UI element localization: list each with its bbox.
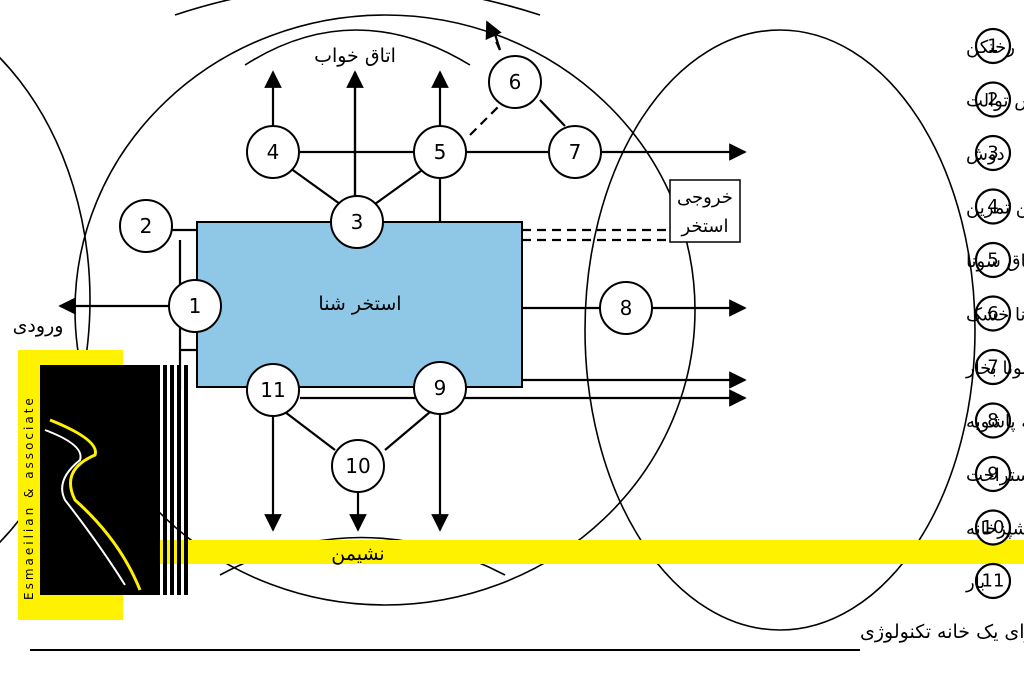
legend-number: 9: [987, 464, 998, 485]
legend-number: 10: [982, 517, 1005, 538]
bedroom-label: اتاق خواب: [314, 45, 396, 67]
legend-number: 11: [982, 571, 1005, 592]
legend-label: بار: [965, 572, 985, 593]
node-11: 11: [246, 363, 300, 417]
legend-number-circle: [974, 241, 1012, 279]
legend-item: 10کافه-آشپزخانه: [966, 509, 1024, 546]
svg-text:11: 11: [260, 378, 285, 402]
legend-number: 4: [987, 196, 998, 217]
legend-label: حوضچه پاشویه: [966, 412, 1024, 433]
legend-item: 5اتاق سونا: [966, 241, 1024, 279]
left-zone-arc: [0, 56, 91, 544]
node-8: 8: [599, 281, 653, 335]
legend-label: سالن تمرین: [966, 198, 1024, 219]
svg-text:7: 7: [569, 140, 582, 164]
node-3: 3: [330, 195, 384, 249]
svg-text:5: 5: [434, 140, 447, 164]
node-5: 5: [413, 125, 467, 179]
dashed-connections: [469, 20, 670, 242]
svg-text:3: 3: [351, 210, 364, 234]
svg-text:10: 10: [345, 454, 370, 478]
svg-text:1: 1: [189, 294, 202, 318]
nodes: 1 2 3 4 5 6 7 8 9 10 11: [119, 55, 653, 493]
node-10: 10: [331, 439, 385, 493]
bedroom-zone-arc: [174, 0, 541, 16]
connections: [58, 27, 747, 532]
legend-label: اتاق استراحت: [966, 465, 1024, 486]
legend-number: 2: [987, 89, 998, 110]
legend-label: کافه-آشپزخانه: [966, 517, 1024, 540]
svg-text:6: 6: [509, 70, 522, 94]
legend-label: سونا خشک: [966, 305, 1024, 326]
node-6: 6: [488, 55, 542, 109]
living-label: نشیمن: [331, 543, 384, 565]
node-9: 9: [413, 361, 467, 415]
legend-label: رختکن: [966, 37, 1015, 58]
node-4: 4: [246, 125, 300, 179]
legend-number: 5: [987, 250, 998, 271]
legend-number-circle: [974, 295, 1012, 332]
svg-text:4: 4: [267, 140, 280, 164]
svg-text:9: 9: [434, 376, 447, 400]
pool-exit-label-2: استخر: [680, 216, 728, 237]
pool-label: استخر شنا: [318, 293, 401, 315]
legend-number: 1: [987, 36, 998, 57]
legend-number-circle: [974, 562, 1012, 600]
pool-exit-box: [669, 179, 741, 243]
legend-number-circle: [974, 81, 1012, 118]
legend-label: دوش: [966, 144, 1005, 165]
svg-text:8: 8: [620, 296, 633, 320]
legend-number-circle: [974, 402, 1012, 439]
right-zone-arc: [584, 29, 976, 631]
svg-text:2: 2: [140, 214, 153, 238]
watermark-text: Esmaeilian & associate: [22, 395, 36, 600]
legend-number-circle: [974, 509, 1012, 546]
legend-number: 7: [987, 357, 998, 378]
legend-label: سرویس توالت: [966, 91, 1024, 112]
pool-exit-label-1: خروجی: [677, 187, 733, 208]
legend-item: 4سالن تمرین: [966, 188, 1024, 225]
highlight-bar-horizontal: [160, 540, 1024, 564]
legend-item: 2سرویس توالت: [966, 81, 1024, 118]
bedroom-zone-lens: [244, 29, 471, 66]
legend-item: 9اتاق استراحت: [966, 455, 1024, 493]
legend-number-circle: [974, 455, 1012, 493]
watermark-logo: Esmaeilian & associate: [22, 365, 188, 600]
legend-number-circle: [974, 134, 1012, 172]
node-7: 7: [548, 125, 602, 179]
legend-number: 6: [987, 303, 998, 324]
caption: استخر شنا مجهز و یکپارچه-ارتباط فضاهای م…: [860, 620, 1024, 643]
legend-item: 6سونا خشک: [966, 295, 1024, 332]
legend-number-circle: [974, 348, 1012, 386]
legend-item: 7سونا بخار: [965, 348, 1024, 386]
legend-label: اتاق سونا: [966, 251, 1024, 272]
legend-label: سونا بخار: [965, 358, 1024, 379]
legend-item: 8حوضچه پاشویه: [966, 402, 1024, 439]
node-1: 1: [168, 279, 222, 333]
legend-number: 3: [987, 143, 998, 164]
legend-number-circle: [974, 188, 1012, 225]
legend-number: 8: [987, 410, 998, 431]
node-2: 2: [119, 199, 173, 253]
legend-number-circle: [974, 27, 1012, 65]
entrance-label: ورودی: [13, 315, 64, 337]
